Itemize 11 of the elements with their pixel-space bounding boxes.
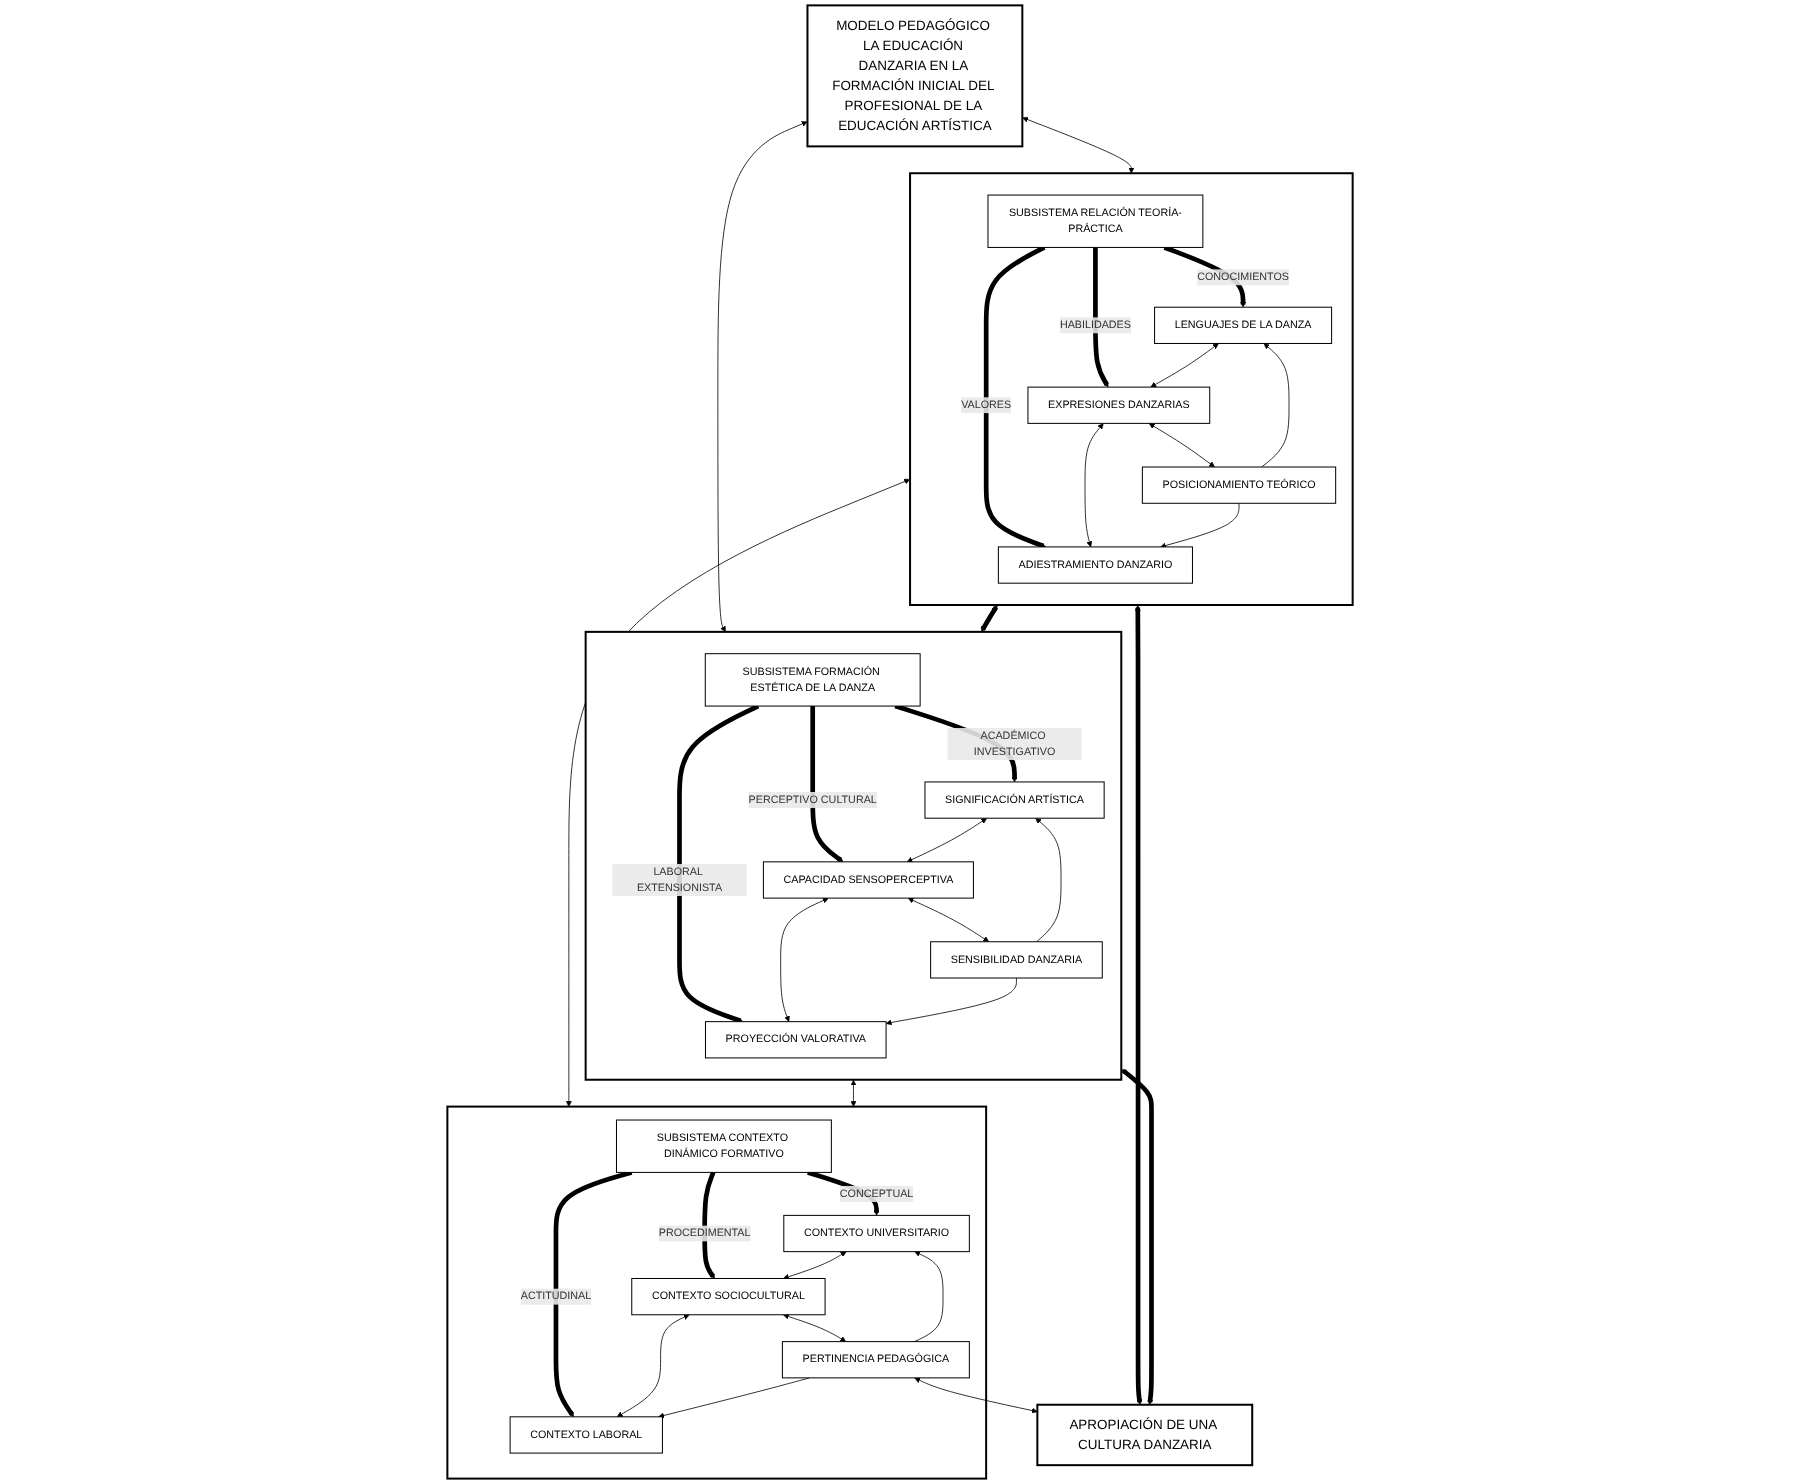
arrow bbox=[553, 1170, 633, 1418]
arrow bbox=[983, 245, 1047, 549]
cluster bbox=[446, 1105, 988, 1480]
arrow bbox=[810, 706, 844, 863]
arrow bbox=[1093, 247, 1109, 388]
arrow bbox=[1121, 1068, 1154, 1405]
arrow bbox=[702, 1171, 716, 1279]
cluster bbox=[584, 630, 1123, 1081]
arrow bbox=[980, 604, 998, 633]
arrow bbox=[1134, 605, 1143, 1405]
cluster bbox=[909, 172, 1354, 606]
